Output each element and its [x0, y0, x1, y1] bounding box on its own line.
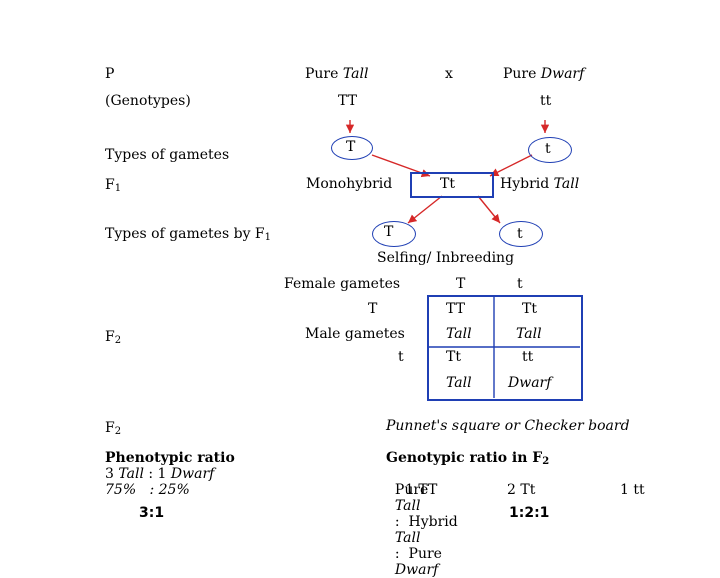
- cell-Tt2-genotype: Tt: [446, 349, 461, 365]
- cell-Tt2-phenotype: Tall: [446, 375, 472, 391]
- pheno-tall: Tall: [118, 466, 144, 482]
- geno-tall2: Tall: [394, 530, 421, 546]
- parent2-genotype: tt: [540, 93, 552, 109]
- parent2-trait: Dwarf: [540, 66, 585, 82]
- cross-symbol: x: [445, 66, 453, 82]
- cell-tt-genotype: tt: [522, 349, 534, 365]
- gamete-T-oval: [331, 136, 373, 160]
- punnett-caption: Punnet's square or Checker board: [386, 418, 630, 434]
- f1-right-prefix: Hybrid: [500, 176, 550, 192]
- geno-hybrid: : Hybrid: [394, 514, 458, 530]
- pheno-dwarf: Dwarf: [170, 466, 215, 482]
- f2-label-text: F: [105, 329, 115, 345]
- f1-genotype-box: [410, 172, 494, 198]
- gametes-f1-label-text: Types of gametes by F: [105, 226, 265, 242]
- geno-value-Tt: 2 Tt: [507, 482, 536, 498]
- f2-label-left: F2: [105, 329, 121, 349]
- f2-bottom-label-sub: 2: [114, 426, 122, 437]
- female-gamete-t: t: [517, 276, 523, 292]
- f1-gamete-t: t: [517, 226, 523, 242]
- arrow-layer: [345, 120, 580, 398]
- arrow-Tt-to-T: [407, 195, 443, 224]
- genotypes-label: (Genotypes): [105, 93, 191, 109]
- geno-value-tt: 1 tt: [620, 482, 645, 498]
- cell-TT-phenotype: Tall: [446, 326, 472, 342]
- pheno-sep: : 1: [148, 466, 167, 482]
- cell-TT-genotype: TT: [446, 301, 465, 317]
- parent1-genotype: TT: [338, 93, 357, 109]
- genotypic-ratio: 1:2:1: [509, 505, 550, 521]
- p-label: P: [105, 66, 115, 82]
- geno-pure1: Pure: [394, 482, 429, 498]
- geno-value-TT: 1 TT: [405, 482, 438, 498]
- parent2: Pure Dwarf: [503, 66, 584, 82]
- phenotypic-percent: 75% : 25%: [105, 482, 190, 498]
- f1-left-text: Monohybrid: [306, 176, 393, 192]
- f2-label-bottom: F2: [105, 420, 121, 440]
- phenotypic-line1: 3 Tall : 1 Dwarf: [105, 466, 214, 482]
- f2-label-sub: 2: [114, 335, 122, 346]
- cell-Tt1-phenotype: Tall: [516, 326, 542, 342]
- male-gamete-t: t: [398, 349, 404, 365]
- geno-pure2: : Pure: [394, 546, 442, 562]
- male-gamete-T: T: [368, 301, 378, 317]
- phenotypic-ratio: 3:1: [139, 505, 165, 521]
- f1-right-trait: Tall: [553, 176, 580, 192]
- cell-tt-phenotype: Dwarf: [508, 375, 552, 391]
- genotypic-title-text: Genotypic ratio in F: [386, 450, 543, 466]
- gamete-t: t: [545, 141, 551, 157]
- f1-gamete-t-oval: [499, 221, 543, 247]
- parent2-prefix: Pure: [503, 66, 537, 82]
- pheno-count-tall: 3: [105, 466, 114, 482]
- punnett-square: [427, 295, 583, 401]
- phenotypic-title: Phenotypic ratio: [105, 450, 235, 466]
- arrow-t-to-Tt: [489, 154, 533, 177]
- gametes-label: Types of gametes: [105, 147, 230, 163]
- cell-Tt1-genotype: Tt: [522, 301, 537, 317]
- genotypic-title-sub: 2: [542, 456, 550, 467]
- f1-genotype: Tt: [440, 176, 455, 192]
- arrow-Tt-to-t: [477, 195, 501, 224]
- gametes-f1-label-sub: 1: [264, 232, 272, 243]
- f1-gamete-T-oval: [372, 221, 416, 247]
- genotypic-title: Genotypic ratio in F2: [386, 450, 549, 470]
- f1-label-sub: 1: [114, 183, 122, 194]
- f1-label-text: F: [105, 177, 115, 193]
- parent1: Pure Tall: [305, 66, 368, 82]
- female-gametes-label: Female gametes: [284, 276, 401, 292]
- f1-gamete-T: T: [384, 224, 394, 240]
- geno-dwarf: Dwarf: [394, 562, 439, 578]
- geno-tall1: Tall: [394, 498, 421, 514]
- f2-bottom-label-text: F: [105, 420, 115, 436]
- male-gametes-label: Male gametes: [305, 326, 405, 342]
- selfing-label: Selfing/ Inbreeding: [377, 250, 515, 266]
- gamete-T: T: [346, 139, 356, 155]
- parent1-prefix: Pure: [305, 66, 339, 82]
- parent1-trait: Tall: [342, 66, 369, 82]
- gametes-f1-label: Types of gametes by F1: [105, 226, 271, 246]
- female-gamete-T: T: [456, 276, 466, 292]
- gamete-t-oval: [528, 137, 572, 163]
- f1-right-text: Hybrid Tall: [500, 176, 579, 192]
- f1-label: F1: [105, 177, 121, 197]
